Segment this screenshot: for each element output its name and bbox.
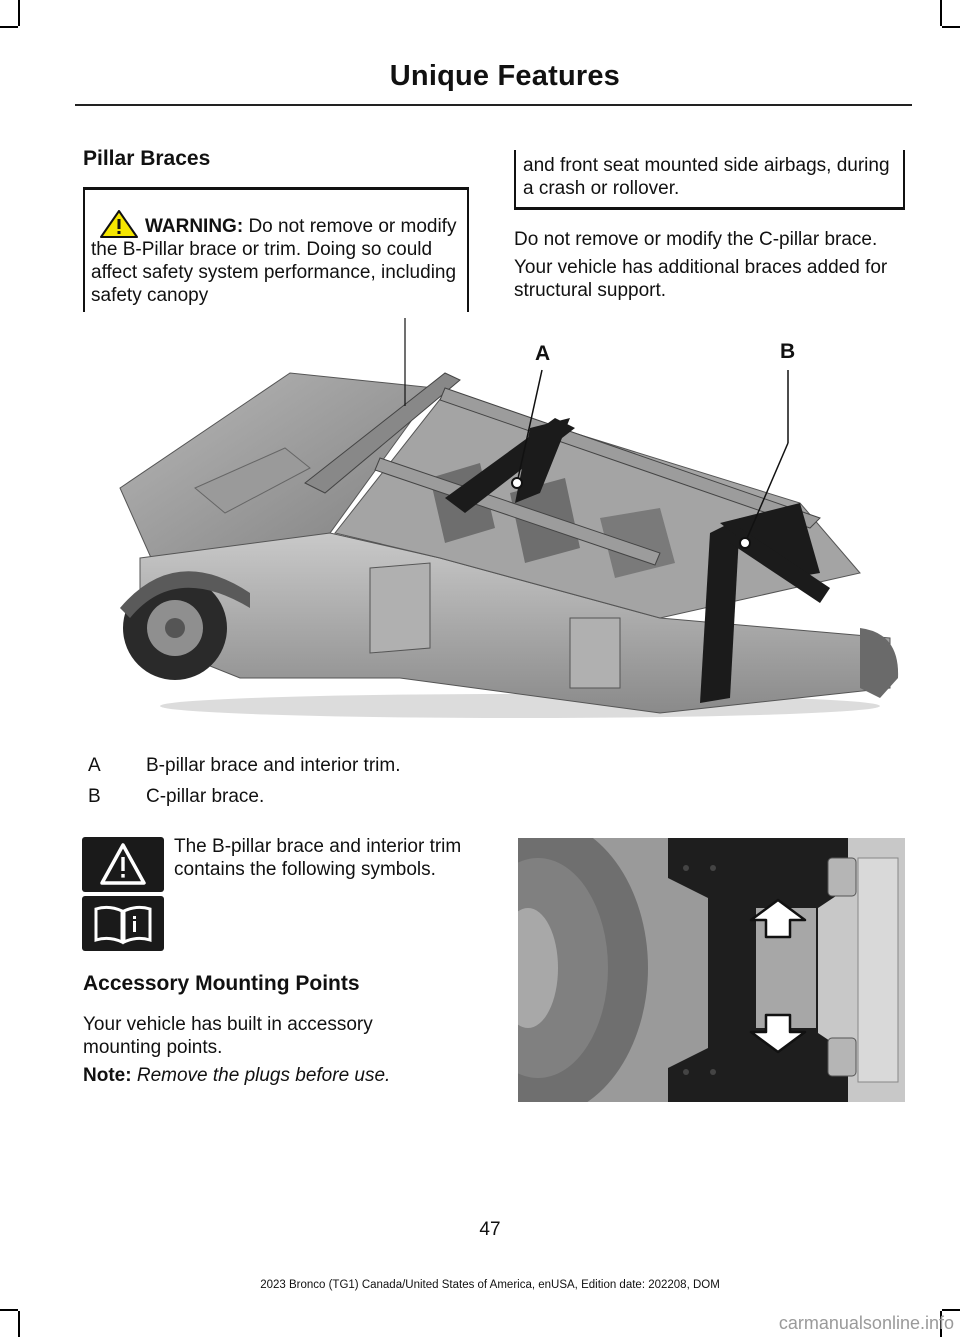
crop-mark xyxy=(0,26,18,28)
legend-letter: B xyxy=(88,786,101,807)
crop-mark xyxy=(940,1311,942,1337)
legend-letter: A xyxy=(88,755,101,776)
warning-continued-text: and front seat mounted side airbags, dur… xyxy=(523,155,890,199)
symbols-description: The B-pillar brace and interior trim con… xyxy=(174,836,462,880)
note-label: Note: xyxy=(83,1065,132,1086)
accessory-heading: Accessory Mounting Points xyxy=(83,972,360,995)
vehicle-braces-illustration: A B xyxy=(119,318,899,718)
warning-box: WARNING: Do not remove or modify the B-P… xyxy=(83,187,469,312)
warning-label: WARNING: xyxy=(145,216,244,237)
crop-mark xyxy=(18,1311,20,1337)
braces-paragraph: Your vehicle has additional braces added… xyxy=(514,257,888,301)
page-number: 47 xyxy=(479,1219,501,1240)
note-text: Remove the plugs before use. xyxy=(136,1065,391,1086)
watermark-text: carmanualsonline.info xyxy=(778,1313,954,1333)
crop-mark xyxy=(942,1309,960,1311)
owner-manual-symbol xyxy=(82,896,164,951)
accessory-note: Note: Remove the plugs before use. xyxy=(83,1064,463,1087)
book-info-icon xyxy=(94,905,152,945)
pillar-braces-heading: Pillar Braces xyxy=(83,147,211,170)
mounting-points-illustration xyxy=(518,838,905,1102)
c-pillar-paragraph: Do not remove or modify the C-pillar bra… xyxy=(514,229,878,250)
crop-mark xyxy=(942,26,960,28)
accessory-paragraph: Your vehicle has built in accessory moun… xyxy=(83,1014,373,1058)
header-rule xyxy=(75,104,912,106)
warning-text: Do not remove or modify the B-Pillar bra… xyxy=(91,216,457,306)
page-section-title: Unique Features xyxy=(389,60,620,92)
crop-mark xyxy=(18,0,20,26)
crop-mark xyxy=(940,0,942,26)
legend-text: B-pillar brace and interior trim. xyxy=(146,755,401,776)
callout-a: A xyxy=(535,342,550,365)
warning-continued-box: and front seat mounted side airbags, dur… xyxy=(514,150,905,210)
callout-b: B xyxy=(780,340,795,363)
crop-mark xyxy=(0,1309,18,1311)
warning-icon xyxy=(100,210,138,238)
edition-footer: 2023 Bronco (TG1) Canada/United States o… xyxy=(260,1279,720,1291)
legend-text: C-pillar brace. xyxy=(146,786,265,807)
warning-symbol xyxy=(82,837,164,892)
warning-triangle-icon xyxy=(100,843,146,885)
